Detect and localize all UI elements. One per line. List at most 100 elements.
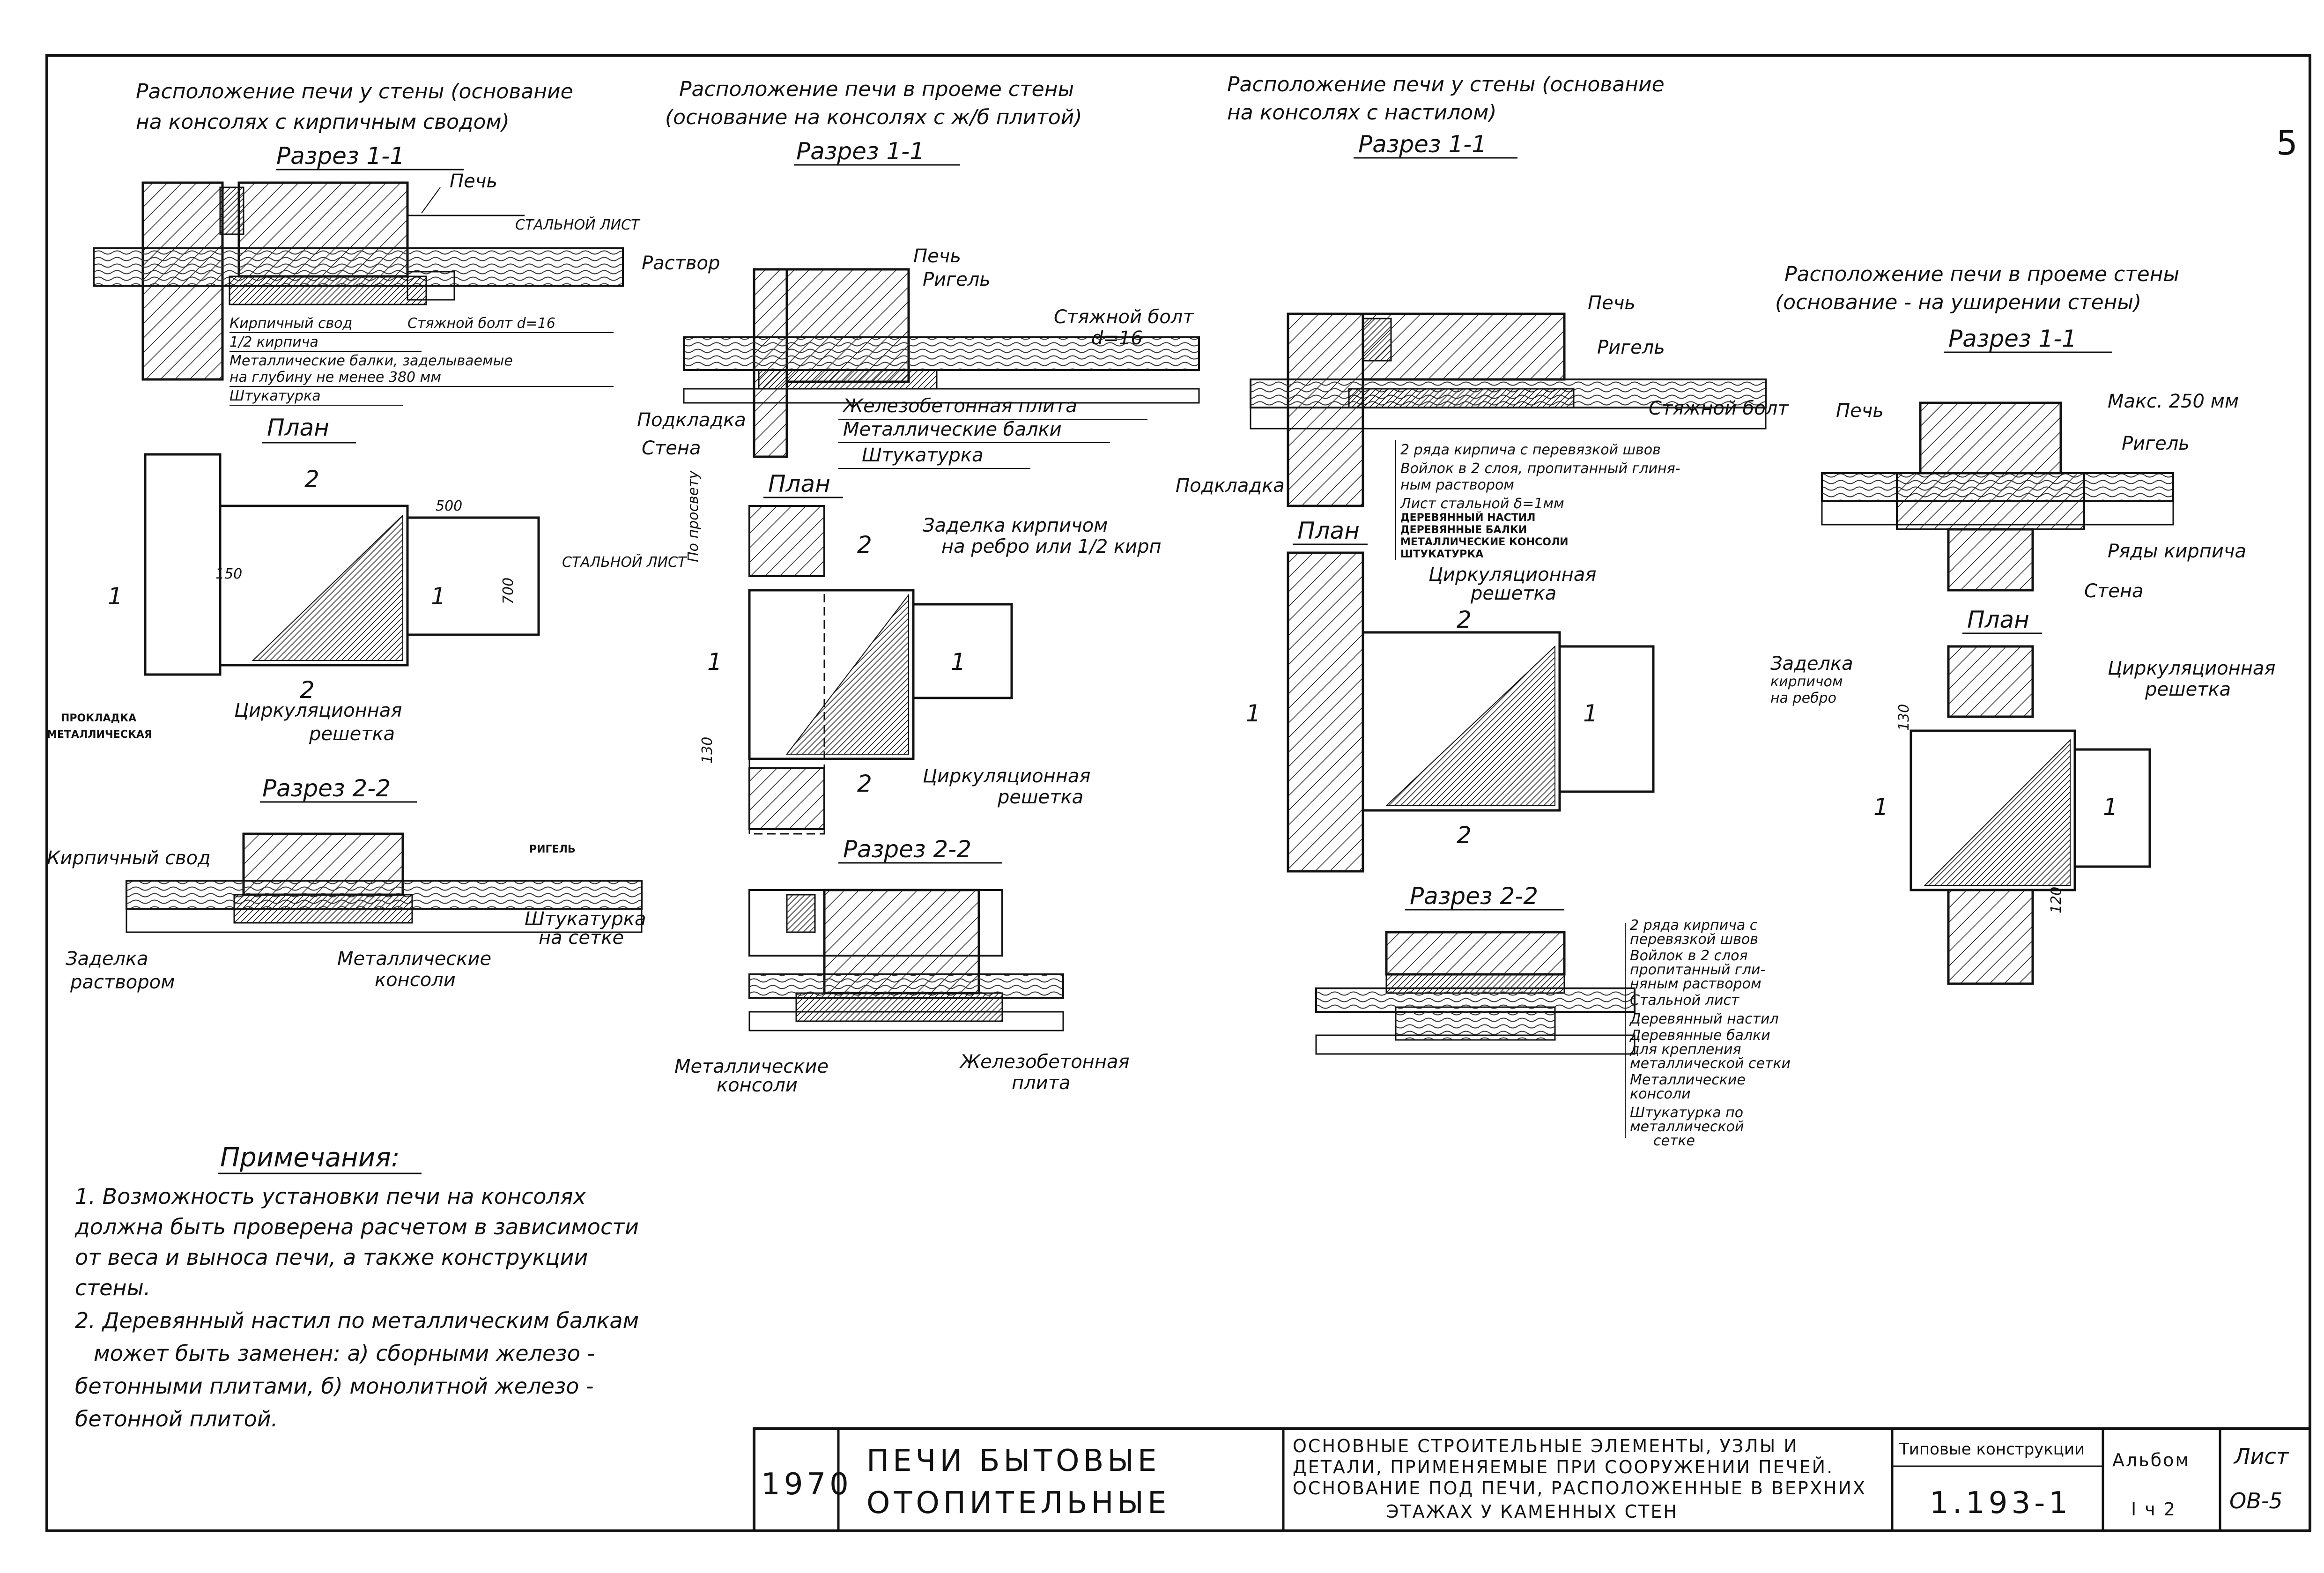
d2-s2-title: Разрез 2-2 xyxy=(843,836,971,863)
d1-s2-kirp-svod: Кирпичный свод xyxy=(47,847,211,869)
d2-plan-zadelka-2: на ребро или 1/2 кирп xyxy=(941,536,1162,557)
d3-s2-title: Разрез 2-2 xyxy=(1410,883,1538,910)
d1-plan-prokladka-2: МЕТАЛЛИЧЕСКАЯ xyxy=(47,729,152,741)
d3-label-layer5: ДЕРЕВЯННЫЕ БАЛКИ xyxy=(1400,524,1527,536)
d3-label-layer2b: ным раствором xyxy=(1400,477,1514,493)
d4-label-maks: Макс. 250 мм xyxy=(2108,391,2239,412)
d3-plan-reshetka-2: решетка xyxy=(1470,583,1556,604)
d2-label-podkladka: Подкладка xyxy=(637,409,746,431)
note-line: от веса и выноса печи, а также конструкц… xyxy=(75,1245,588,1270)
d1-vault xyxy=(229,275,427,305)
d1-plan-prokladka-1: ПРОКЛАДКА xyxy=(61,712,136,724)
d4-plan-zadelka-2: кирпичом xyxy=(1770,674,1843,690)
sheet-number: 5 xyxy=(2276,123,2298,163)
tb-name-line1: ПЕЧИ БЫТОВЫЕ xyxy=(866,1444,1160,1478)
d4-plan-dim-130: 130 xyxy=(1896,704,1912,731)
note-line: может быть заменен: а) сборными железо - xyxy=(94,1341,595,1366)
d4-plan-zadelka-1: Заделка xyxy=(1770,653,1853,675)
d2-plan-cut2-bottom: 2 xyxy=(857,770,872,797)
d3-plan-cut2-top: 2 xyxy=(1457,606,1472,633)
d1-label-shtuk: Штукатурка xyxy=(229,388,321,404)
tb-desc-line1: ОСНОВНЫЕ СТРОИТЕЛЬНЫЕ ЭЛЕМЕНТЫ, УЗЛЫ И xyxy=(1293,1436,1799,1456)
d4-label-pech: Печь xyxy=(1836,400,1884,422)
d1-dim-700: 700 xyxy=(500,578,517,604)
tb-series: 1.193-1 xyxy=(1930,1486,2072,1521)
d1-s2-zadelka-2: раствором xyxy=(70,972,175,993)
notes-heading: Примечания: xyxy=(220,1143,400,1173)
d3-label-layer1: 2 ряда кирпича с перевязкой швов xyxy=(1400,442,1661,458)
d1-plan-sheet xyxy=(406,516,540,636)
d2-label-shtuk: Штукатурка xyxy=(862,445,983,466)
note-line: 2. Деревянный настил по металлическим ба… xyxy=(75,1308,639,1333)
d3-s2-l7b: металлической xyxy=(1630,1119,1744,1135)
tb-year: 1970 xyxy=(761,1467,852,1502)
d3-s2-l2a: Войлок в 2 слоя xyxy=(1630,948,1748,964)
d3-label-layer4: ДЕРЕВЯННЫЙ НАСТИЛ xyxy=(1400,512,1535,524)
d4-plan-cut1-left: 1 xyxy=(1873,794,1888,821)
d3-s2-l1b: перевязкой швов xyxy=(1630,931,1758,948)
d4-plan-zadelka-3: на ребро xyxy=(1770,690,1836,706)
d3-label-rigel: Ригель xyxy=(1597,337,1665,358)
d2-plan-cut2-top: 2 xyxy=(857,531,872,558)
d4-plan-reshetka-1: Циркуляционная xyxy=(2108,658,2275,679)
d3-plan-cut1-left: 1 xyxy=(1246,700,1261,727)
drawing-4: Расположение печи в проеме стены (основа… xyxy=(1770,262,2275,985)
d3-label-layer7: ШТУКАТУРКА xyxy=(1400,549,1483,560)
d1-label-balki-2: на глубину не менее 380 мм xyxy=(229,369,441,386)
d2-plan-title: План xyxy=(768,470,830,497)
d1-s2-rigel: РИГЕЛЬ xyxy=(529,844,576,855)
d1-label-stalnoy: СТАЛЬНОЙ ЛИСТ xyxy=(515,216,641,233)
d3-plan-wall xyxy=(1287,551,1364,873)
d2-plan-reshetka-2: решетка xyxy=(997,786,1083,808)
d1-label-balki-1: Металлические балки, заделываемые xyxy=(229,353,513,369)
d1-dim-500: 500 xyxy=(436,498,462,514)
d4-plan-dim-120: 120 xyxy=(2048,887,2065,913)
d3-label-bolt: Стяжной болт xyxy=(1649,398,1789,419)
tb-desc-line2: ДЕТАЛИ, ПРИМЕНЯЕМЫЕ ПРИ СООРУЖЕНИИ ПЕЧЕЙ… xyxy=(1293,1457,1834,1477)
d4-stove xyxy=(1919,401,2062,475)
d2-label-pech: Печь xyxy=(913,245,961,267)
d3-s2-l5b: для крепления xyxy=(1629,1041,1741,1058)
d4-plan-reshetka-2: решетка xyxy=(2145,679,2231,700)
d3-s2-l2b: пропитанный гли- xyxy=(1630,962,1765,978)
d1-plan-reshetka-1: Циркуляционная xyxy=(234,700,402,721)
d3-s2-l6a: Металлические xyxy=(1630,1072,1746,1088)
d1-s2-shtuk-1: Штукатурка xyxy=(525,908,646,930)
d3-s2-stove xyxy=(1385,931,1566,976)
d1-cut2-bottom: 2 xyxy=(300,676,315,704)
d3-label-pech: Печь xyxy=(1588,292,1636,314)
d2-plan-reshetka-1: Циркуляционная xyxy=(923,765,1090,787)
d4-title-line1: Расположение печи в проеме стены xyxy=(1784,262,2179,286)
d1-section-title: Разрез 1-1 xyxy=(276,142,405,170)
d3-s2-l7c: сетке xyxy=(1653,1133,1695,1149)
d3-plan-reshetka-1: Циркуляционная xyxy=(1428,564,1596,586)
tb-name-line2: ОТОПИТЕЛЬНЫЕ xyxy=(866,1486,1170,1521)
tb-sheet-label: Лист xyxy=(2233,1444,2289,1469)
d2-label-rigel: Ригель xyxy=(923,269,991,290)
d2-plan-prosvetu: По просвету xyxy=(685,470,702,562)
title-block: 1970 ПЕЧИ БЫТОВЫЕ ОТОПИТЕЛЬНЫЕ ОСНОВНЫЕ … xyxy=(753,1427,2311,1532)
d1-label-pech: Печь xyxy=(450,171,497,192)
d1-cut1-right: 1 xyxy=(431,583,446,610)
d2-label-bolt-1: Стяжной болт xyxy=(1054,306,1194,328)
drawing-1: Расположение печи у стены (основание на … xyxy=(47,80,688,993)
d3-stove xyxy=(1362,312,1566,381)
d2-s2-zhb-2: плита xyxy=(1012,1072,1071,1094)
d1-cut2-top: 2 xyxy=(304,466,319,493)
d1-dim-150: 150 xyxy=(215,566,242,582)
d2-plan-dim-130: 130 xyxy=(699,737,716,764)
d1-label-half: 1/2 кирпича xyxy=(229,334,318,350)
tb-desc-line4: ЭТАЖАХ У КАМЕННЫХ СТЕН xyxy=(1386,1501,1678,1522)
d4-plan-title: План xyxy=(1967,606,2029,633)
d3-label-layer2a: Войлок в 2 слоя, пропитанный глиня- xyxy=(1400,460,1680,477)
d1-title-line2: на консолях с кирпичным сводом) xyxy=(136,110,510,134)
d2-label-bolt-2: d=16 xyxy=(1091,327,1143,349)
d2-label-balki: Металлические балки xyxy=(843,419,1062,440)
d1-s2-konsoli-2: консоли xyxy=(375,969,456,991)
d3-plan-title: План xyxy=(1297,517,1360,544)
d3-label-podkladka: Подкладка xyxy=(1176,475,1285,497)
d3-s2-l6b: консоли xyxy=(1630,1086,1691,1102)
d2-label-rastvor: Раствор xyxy=(642,252,720,274)
tb-album-label: Альбом xyxy=(2112,1450,2190,1470)
d1-plan-stalnoy: СТАЛЬНОЙ ЛИСТ xyxy=(562,554,688,571)
